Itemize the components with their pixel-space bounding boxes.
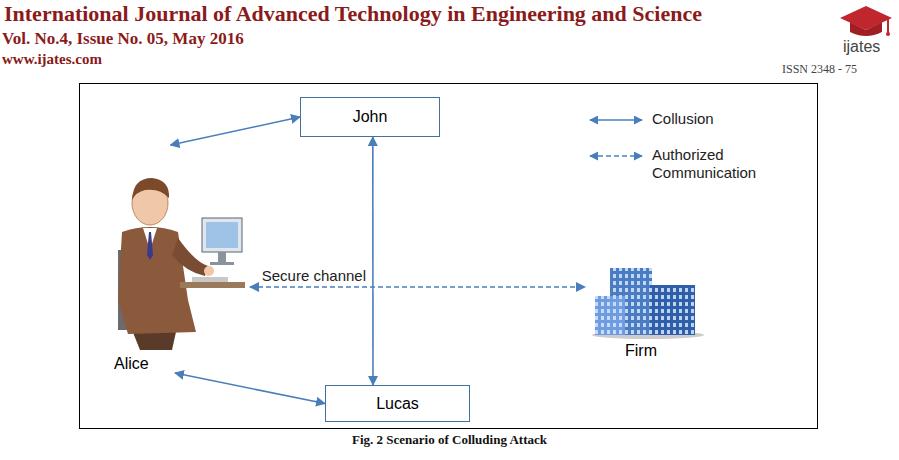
figure-caption: Fig. 2 Scenario of Colluding Attack xyxy=(0,432,899,448)
building-figure: Firm xyxy=(585,262,705,362)
authorized-legend: Authorized Communication xyxy=(588,146,788,182)
legend-line-sample xyxy=(588,110,644,130)
figure-label: Firm xyxy=(625,342,657,360)
connector-label: Secure channel xyxy=(260,267,368,284)
issue-info: Vol. No.4, Issue No. 05, May 2016 xyxy=(2,29,244,49)
person-illustration xyxy=(118,178,245,350)
journal-title: International Journal of Advanced Techno… xyxy=(4,1,702,26)
collusion-arrow xyxy=(372,137,374,385)
logo-name: ijates xyxy=(843,38,880,56)
collusion-legend: Collusion xyxy=(588,110,788,128)
building-illustration xyxy=(592,268,704,339)
authorized-arrow xyxy=(250,286,585,288)
box-label: Lucas xyxy=(376,395,419,413)
legend-text: Authorized Communication xyxy=(652,146,764,182)
person-box: Lucas xyxy=(325,385,470,422)
graduation-cap-logo xyxy=(840,6,892,36)
figure-frame xyxy=(80,84,818,429)
legend-line-sample xyxy=(588,146,644,166)
box-label: John xyxy=(353,108,388,126)
collusion-arrow xyxy=(175,373,325,404)
person-box: John xyxy=(300,97,440,137)
collusion-arrow xyxy=(171,117,301,145)
person-figure: Alice xyxy=(100,145,250,373)
legend-text: Collusion xyxy=(652,110,764,128)
issn-number: ISSN 2348 - 75 xyxy=(782,63,857,77)
figure-label: Alice xyxy=(114,355,149,373)
website: www.ijates.com xyxy=(2,51,102,68)
